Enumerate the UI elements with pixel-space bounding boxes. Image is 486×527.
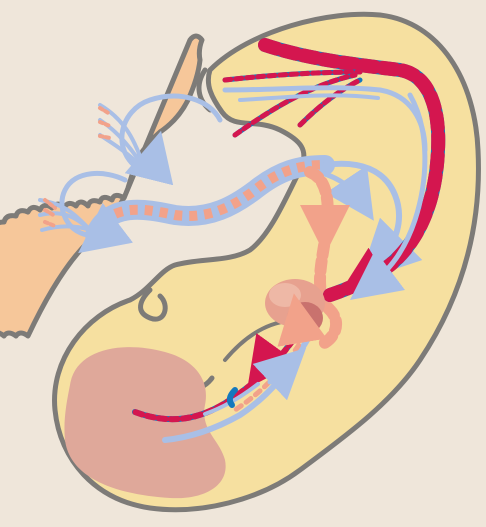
heart-arrow	[298, 318, 300, 330]
